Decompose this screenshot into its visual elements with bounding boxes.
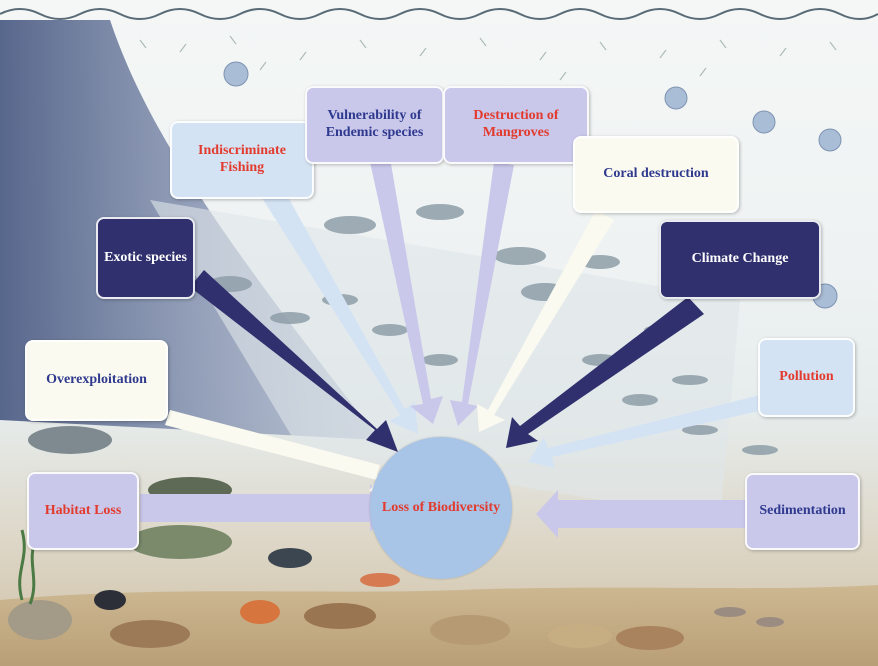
coral-destruction-box: Coral destruction	[573, 136, 739, 213]
exotic-species-box: Exotic species	[96, 217, 195, 299]
pollution-box: Pollution	[758, 338, 855, 417]
loss-of-biodiversity-node: Loss of Biodiversity	[370, 437, 512, 579]
habitat-loss-box: Habitat Loss	[27, 472, 139, 550]
vulnerability-endemic-box: Vulnerability of Endemic species	[305, 86, 444, 164]
indiscriminate-fishing-box: Indiscriminate Fishing	[170, 121, 314, 199]
climate-change-box: Climate Change	[659, 220, 821, 299]
sedimentation-box: Sedimentation	[745, 473, 860, 550]
overexploitation-box: Overexploitation	[25, 340, 168, 421]
destruction-mangroves-box: Destruction of Mangroves	[443, 86, 589, 164]
water-surface	[0, 9, 878, 19]
